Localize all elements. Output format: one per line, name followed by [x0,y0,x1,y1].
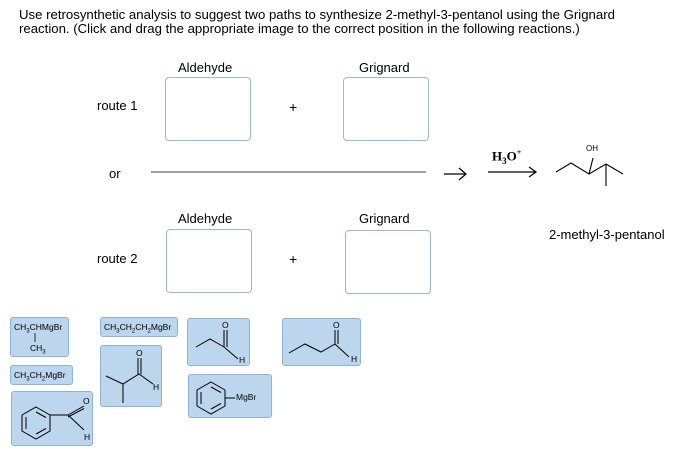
reagent-sub: 3 [502,155,507,166]
reagent-o: O [506,148,517,164]
instructions-text: Use retrosynthetic analysis to suggest t… [19,8,689,36]
route1-grignard-drop-slot[interactable] [343,77,429,141]
product-oh-label: OH [586,144,598,153]
route2-grignard-header: Grignard [359,211,410,226]
tile5-formula: CH3CH2MgBr [14,370,66,383]
reagent-sup: + [516,148,522,157]
route2-aldehyde-drop-slot[interactable] [166,229,252,293]
tile8-o: O [83,396,90,406]
route2-plus-sign: + [289,251,298,267]
tile8-h: H [84,432,91,442]
tile4-h: H [351,354,358,364]
tile3-h: H [239,355,246,365]
tile-propanal[interactable]: O H [187,318,250,366]
reagent-label: H3O+ [492,148,521,166]
tile7-mgbr: MgBr [236,392,257,402]
tile6-h: H [153,382,160,392]
route1-plus-sign: + [289,99,298,115]
or-label: or [109,166,121,181]
tile-isopropyl-grignard[interactable]: CH3CHMgBr CH3 [10,317,69,357]
tile-2-methylpropanal[interactable]: O H [100,345,162,407]
tile2-formula: CH3CH2CH2MgBr [104,322,172,335]
product-name: 2-methyl-3-pentanol [549,227,665,242]
route1-grignard-header: Grignard [359,60,410,75]
route1-label: route 1 [97,98,138,113]
instructions-line-1: Use retrosynthetic analysis to suggest t… [19,7,615,22]
instructions-line-2: reaction. (Click and drag the appropriat… [19,21,580,36]
arrow-to-reagent-icon [444,167,467,181]
route1-aldehyde-header: Aldehyde [178,60,233,75]
route2-aldehyde-header: Aldehyde [178,211,233,226]
route1-aldehyde-drop-slot[interactable] [165,77,251,141]
tile-butanal[interactable]: O H [282,318,361,366]
route2-label: route 2 [97,251,138,266]
tile-ethyl-grignard[interactable]: CH3CH2MgBr [10,365,73,385]
tile1-branch: CH3 [30,343,46,356]
tile1-formula: CH3CHMgBr [14,322,63,335]
tile-benzaldehyde[interactable]: O H [11,391,93,446]
tile4-o: O [333,320,340,330]
tile3-o: O [222,320,229,330]
tile-propyl-grignard[interactable]: CH3CH2CH2MgBr [100,317,178,337]
tile6-o: O [136,348,143,358]
route2-grignard-drop-slot[interactable] [345,230,431,294]
reagent-h: H [492,148,503,164]
product-structure [555,157,624,186]
tile-phenyl-grignard[interactable]: MgBr [188,374,272,418]
reaction-arrow-icon [488,166,538,178]
